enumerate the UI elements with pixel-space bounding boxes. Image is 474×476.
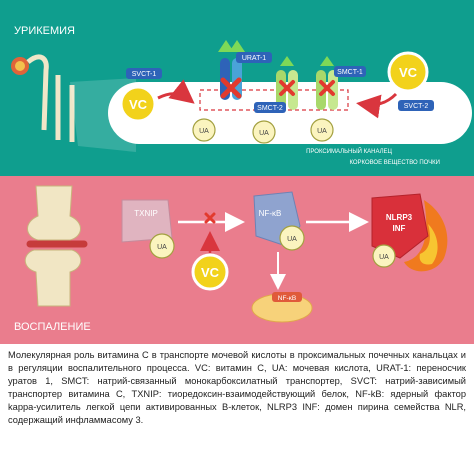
- vc-bottom-label: VC: [201, 265, 220, 280]
- ua-top-1-label: UA: [199, 128, 209, 135]
- nfkb-nucleus-label: NF-κB: [278, 295, 296, 302]
- vc-right-label: VC: [399, 65, 418, 80]
- ua-top-3-label: UA: [317, 128, 327, 135]
- txnip-shape: [121, 199, 173, 243]
- ua-bottom-2: [279, 225, 305, 251]
- uricemia-title: УРИКЕМИЯ: [14, 25, 75, 37]
- vc-left-circle: [119, 85, 157, 123]
- smct1-label: SMCT-1: [337, 69, 363, 76]
- ua-bottom-1: [149, 233, 175, 259]
- ua-bottom-2-label: UA: [287, 236, 297, 243]
- tubule-label: ПРОКСИМАЛЬНЫЙ КАНАЛЕЦ: [306, 147, 392, 155]
- smct2-label: SMCT-2: [257, 105, 283, 112]
- urat1-label: URAT-1: [242, 55, 266, 62]
- vc-uptake-arrow: [157, 79, 195, 104]
- nephron-illustration: [11, 54, 75, 142]
- vc-left-label: VC: [129, 97, 148, 112]
- smct1-transporter: [316, 56, 338, 110]
- ua-top-2-label: UA: [259, 130, 269, 137]
- urat1-block-cross-icon: [220, 77, 242, 99]
- block-cross-icon: [204, 212, 216, 224]
- ua-top-2: [252, 120, 276, 144]
- vc-efflux-arrow: [356, 92, 398, 119]
- svct2-tag: [398, 100, 434, 111]
- ua-bottom-3: [372, 244, 396, 268]
- knee-joint-illustration: [24, 185, 88, 307]
- vc-bottom-circle: [191, 253, 229, 291]
- cortex-label: КОРКОВОЕ ВЕЩЕСТВО ПОЧКИ: [349, 160, 440, 166]
- ua-bottom-3-label: UA: [379, 254, 389, 261]
- smct2-transporter: [276, 56, 298, 110]
- smct2-tag: [254, 102, 286, 113]
- txnip-label: TXNIP: [134, 209, 158, 218]
- nlrp3-label: NLRP3: [386, 213, 413, 222]
- urat1-tag: [236, 52, 272, 63]
- vc-right-circle: [387, 51, 429, 93]
- inf-label: INF: [393, 224, 406, 233]
- nlrp3-shape: [371, 193, 429, 259]
- ua-top-1: [192, 118, 216, 142]
- svct1-left-label: SVCT-1: [132, 71, 157, 78]
- smct1-tag: [334, 66, 366, 77]
- figure-caption: Молекулярная роль витамина С в транспорт…: [8, 350, 466, 425]
- svct2-label: SVCT-2: [404, 103, 429, 110]
- diagram: УРИКЕМИЯ ПРОКСИМАЛЬНЫЙ КАНАЛЕЦ КОРКОВОЕ …: [11, 25, 472, 333]
- svct1-left-tag: [126, 68, 162, 79]
- inflammation-title: ВОСПАЛЕНИЕ: [14, 321, 91, 333]
- ua-bottom-1-label: UA: [157, 244, 167, 251]
- ua-top-3: [310, 118, 334, 142]
- nfkb-nucleus-tag: [272, 292, 302, 302]
- nfkb-label: NF-κB: [259, 209, 282, 218]
- smct2-cross-icon: [279, 80, 295, 96]
- smct1-cross-icon: [319, 80, 335, 96]
